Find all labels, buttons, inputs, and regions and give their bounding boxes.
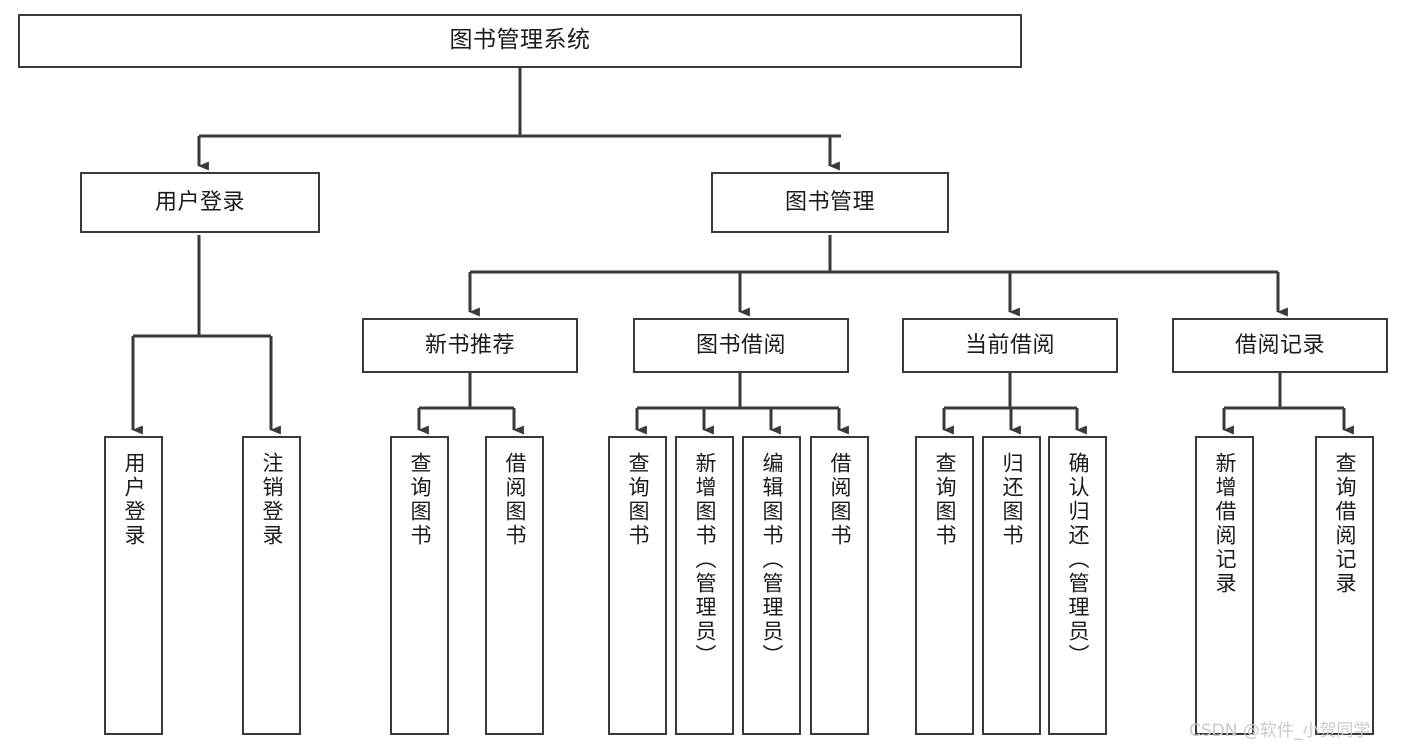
node-label: 借阅图书 xyxy=(503,452,527,548)
watermark-text: CSDN @软件_小贺同学 xyxy=(1189,721,1371,741)
node-label: 查询图书 xyxy=(626,452,650,548)
node-label: 新增图书（管理员） xyxy=(693,452,717,668)
node-user-login[interactable]: 用户登录 xyxy=(80,172,320,233)
leaf-confirm-return-admin[interactable]: 确认归还（管理员） xyxy=(1048,436,1107,735)
node-book-borrow[interactable]: 图书借阅 xyxy=(633,318,849,373)
leaf-query-book-current[interactable]: 查询图书 xyxy=(915,436,974,735)
node-label: 查询借阅记录 xyxy=(1333,452,1357,596)
node-book-management[interactable]: 图书管理 xyxy=(711,172,949,233)
leaf-add-book-admin[interactable]: 新增图书（管理员） xyxy=(675,436,734,735)
node-label: 新书推荐 xyxy=(424,332,515,358)
leaf-user-login[interactable]: 用户登录 xyxy=(104,436,163,735)
leaf-borrow-book-recommend[interactable]: 借阅图书 xyxy=(485,436,544,735)
node-label: 图书管理 xyxy=(784,189,875,215)
leaf-query-book-recommend[interactable]: 查询图书 xyxy=(390,436,449,735)
node-label: 查询图书 xyxy=(933,452,957,548)
leaf-borrow-book[interactable]: 借阅图书 xyxy=(810,436,869,735)
node-label: 用户登录 xyxy=(122,452,146,548)
leaf-query-book-borrow[interactable]: 查询图书 xyxy=(608,436,667,735)
node-root-book-management-system[interactable]: 图书管理系统 xyxy=(18,14,1022,68)
node-label: 新增借阅记录 xyxy=(1213,452,1237,596)
node-label: 编辑图书（管理员） xyxy=(760,452,784,668)
node-label: 借阅记录 xyxy=(1234,332,1325,358)
node-label: 归还图书 xyxy=(1000,452,1024,548)
node-label: 当前借阅 xyxy=(964,332,1055,358)
leaf-edit-book-admin[interactable]: 编辑图书（管理员） xyxy=(742,436,801,735)
node-label: 注销登录 xyxy=(260,452,284,548)
node-label: 图书管理系统 xyxy=(449,27,591,54)
node-borrow-record[interactable]: 借阅记录 xyxy=(1172,318,1388,373)
leaf-logout[interactable]: 注销登录 xyxy=(242,436,301,735)
node-label: 查询图书 xyxy=(408,452,432,548)
leaf-query-borrow-record[interactable]: 查询借阅记录 xyxy=(1315,436,1374,735)
node-new-book-recommend[interactable]: 新书推荐 xyxy=(362,318,578,373)
node-label: 图书借阅 xyxy=(695,332,786,358)
leaf-add-borrow-record[interactable]: 新增借阅记录 xyxy=(1195,436,1254,735)
leaf-return-book[interactable]: 归还图书 xyxy=(982,436,1041,735)
node-label: 确认归还（管理员） xyxy=(1066,452,1090,668)
node-label: 借阅图书 xyxy=(828,452,852,548)
node-label: 用户登录 xyxy=(154,189,245,215)
node-current-borrow[interactable]: 当前借阅 xyxy=(902,318,1118,373)
